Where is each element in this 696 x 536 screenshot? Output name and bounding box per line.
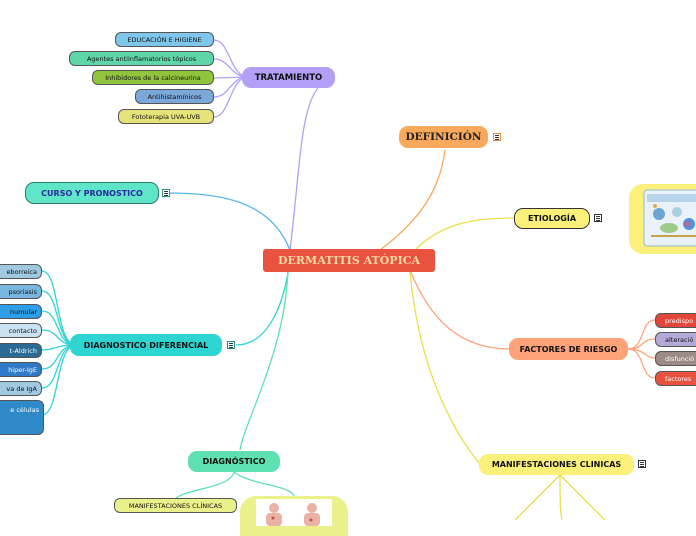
leaf-manifestaciones-clinicas[interactable]: MANIFESTACIONES CLÍNICAS xyxy=(114,498,237,513)
central-topic-label: DERMATITIS ATÓPICA xyxy=(278,254,420,267)
note-icon[interactable] xyxy=(493,133,501,141)
topic-manifestaciones-label: MANIFESTACIONES CLINICAS xyxy=(492,460,621,469)
cell-diagram-icon xyxy=(629,184,696,254)
leaf-dx-5[interactable]: t-Aldrich xyxy=(0,343,42,358)
leaf-dx-2[interactable]: psoriasis xyxy=(0,284,42,299)
leaf-fototerapia[interactable]: Fototerapia UVA-UVB xyxy=(118,109,214,124)
topic-definicion-label: DEFINICIÓN xyxy=(406,131,482,143)
topic-tratamiento-label: TRATAMIENTO xyxy=(255,73,323,83)
link-diferencial xyxy=(236,260,290,345)
central-topic[interactable]: DERMATITIS ATÓPICA xyxy=(263,249,435,272)
topic-curso-label: CURSO Y PRONOSTICO xyxy=(41,189,143,198)
leaf-dx-1[interactable]: eborreica xyxy=(0,264,42,279)
link-factores xyxy=(410,270,510,349)
note-icon[interactable] xyxy=(227,341,235,349)
link-etiologia xyxy=(415,218,514,250)
leaf-dx-6[interactable]: hiper-IgE xyxy=(0,362,42,377)
topic-factores-label: FACTORES DE RIESGO xyxy=(520,345,618,354)
etiologia-image[interactable] xyxy=(629,184,696,254)
link-diagnostico xyxy=(240,268,288,450)
leaf-alteracion[interactable]: alteració xyxy=(655,332,696,347)
leaf-predisposicion[interactable]: predispo xyxy=(655,313,696,328)
topic-manifestaciones-clinicas[interactable]: MANIFESTACIONES CLINICAS xyxy=(479,454,634,475)
topic-etiologia-label: ETIOLOGÍA xyxy=(528,214,576,223)
leaf-dx-7[interactable]: va de IgA xyxy=(0,381,42,396)
link-curso xyxy=(165,193,290,250)
leaf-antiinflamatorios[interactable]: Agentes antiinflamatorios tópicos xyxy=(69,51,214,66)
note-icon[interactable] xyxy=(638,460,646,468)
topic-diagnostico-label: DIAGNÓSTICO xyxy=(203,457,266,466)
topic-diagnostico[interactable]: DIAGNÓSTICO xyxy=(188,451,280,472)
leaf-dx-4[interactable]: contacto xyxy=(0,323,42,338)
leaf-educacion[interactable]: EDUCACIÓN E HIGIENE xyxy=(115,32,214,47)
link-tratamiento xyxy=(290,88,318,250)
topic-etiologia[interactable]: ETIOLOGÍA xyxy=(514,208,590,229)
leaf-antihistaminicos[interactable]: Antihistamínicos xyxy=(135,89,214,104)
note-icon[interactable] xyxy=(594,214,602,222)
note-icon[interactable] xyxy=(162,189,170,197)
leaf-factores[interactable]: factores xyxy=(655,371,696,386)
topic-curso-pronostico[interactable]: CURSO Y PRONOSTICO xyxy=(25,182,159,204)
leaf-calcineurina[interactable]: Inhibidores de la calcineurina xyxy=(92,70,214,85)
link-manifestaciones xyxy=(410,272,480,464)
topic-tratamiento[interactable]: TRATAMIENTO xyxy=(242,67,335,88)
body-figures-icon xyxy=(240,496,348,526)
leaf-disfuncion[interactable]: disfunció xyxy=(655,351,696,366)
leaf-dx-8[interactable]: e células xyxy=(0,400,44,435)
topic-diferencial-label: DIAGNOSTICO DIFERENCIAL xyxy=(84,341,209,350)
leaf-dx-3[interactable]: numular xyxy=(0,304,42,319)
topic-definicion[interactable]: DEFINICIÓN xyxy=(399,126,488,148)
diagnostico-image[interactable] xyxy=(240,496,348,536)
topic-factores-riesgo[interactable]: FACTORES DE RIESGO xyxy=(509,338,628,360)
topic-diagnostico-diferencial[interactable]: DIAGNOSTICO DIFERENCIAL xyxy=(70,334,222,356)
